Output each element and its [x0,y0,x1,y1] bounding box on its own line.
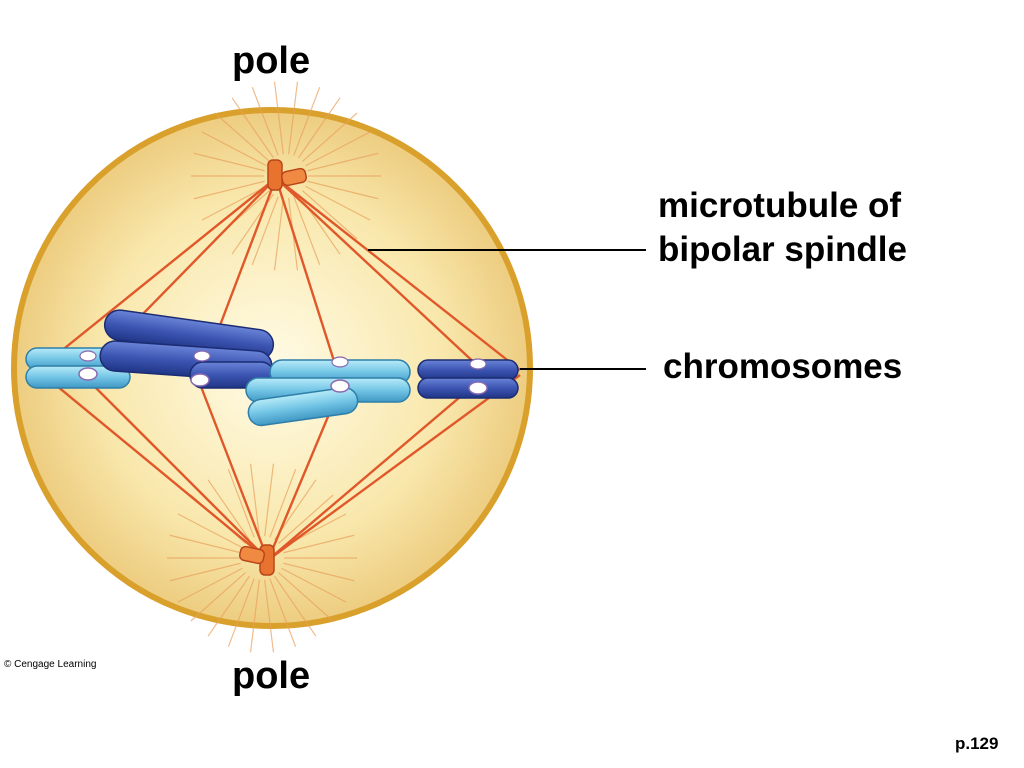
astral-ray [281,567,347,603]
astral-ray [269,578,297,648]
spindle-fiber [198,383,270,561]
page-number: p.129 [955,734,999,753]
astral-ray [278,572,334,622]
astral-ray [201,185,267,221]
chromosomes [25,309,519,427]
bottom-pole-label: pole [232,655,311,697]
astral-ray [207,479,250,541]
astral-ray [177,567,243,603]
astral-ray [283,562,355,582]
astral-ray [251,196,279,266]
spindle-fiber [267,374,521,561]
astral-ray [305,185,371,221]
spindle-fiber [39,177,277,369]
astral-ray [274,575,317,637]
astral-ray [190,572,246,622]
astral-ray [305,131,371,167]
astral-ray [169,562,241,582]
spindle-fiber [87,379,269,561]
astral-ray [251,86,279,156]
astral-ray [273,197,284,271]
astral-ray [193,152,265,172]
astral-ray [278,494,334,544]
chromosome [417,358,519,399]
spindle-fiber [39,371,269,561]
copyright-notice: © Cengage Learning [4,659,97,670]
astral-ray [298,97,341,159]
astral-ray [288,81,299,155]
spindle-label-line2: bipolar spindle [658,230,907,269]
chromosome [245,356,411,427]
chromosomes-label: chromosomes [663,347,903,386]
astral-ray [201,131,267,167]
astral-ray [227,578,255,648]
astral-ray [273,81,284,155]
astral-ray [307,180,379,200]
astral-ray [231,97,274,159]
astral-ray [269,468,297,538]
spindle-fiber [275,177,521,371]
spindle-label-line1: microtubule of [658,186,902,225]
astral-ray [264,463,275,537]
top-pole-label: pole [232,40,311,82]
spindle-fiber [267,379,481,561]
astral-ray [264,579,275,653]
centriole-icon [238,544,275,576]
chromosome [25,347,131,389]
astral-ray [193,180,265,200]
astral-ray [302,112,358,162]
spindle-fiber [275,177,481,369]
astral-ray [227,468,255,538]
astral-ray [302,190,358,240]
centriole-icon [267,159,308,191]
astral-ray [283,534,355,554]
astral-ray [293,86,321,156]
astral-ray [249,463,260,537]
astral-ray [249,579,260,653]
astral-ray [214,112,270,162]
astral-ray [307,152,379,172]
spindle-fiber [274,177,342,381]
astral-ray [177,513,243,549]
astral-rays-bottom [167,463,357,653]
astral-ray [207,575,250,637]
astral-ray [169,534,241,554]
astral-ray [293,196,321,266]
spindle-microtubule-label: microtubule of bipolar spindle [658,184,907,272]
